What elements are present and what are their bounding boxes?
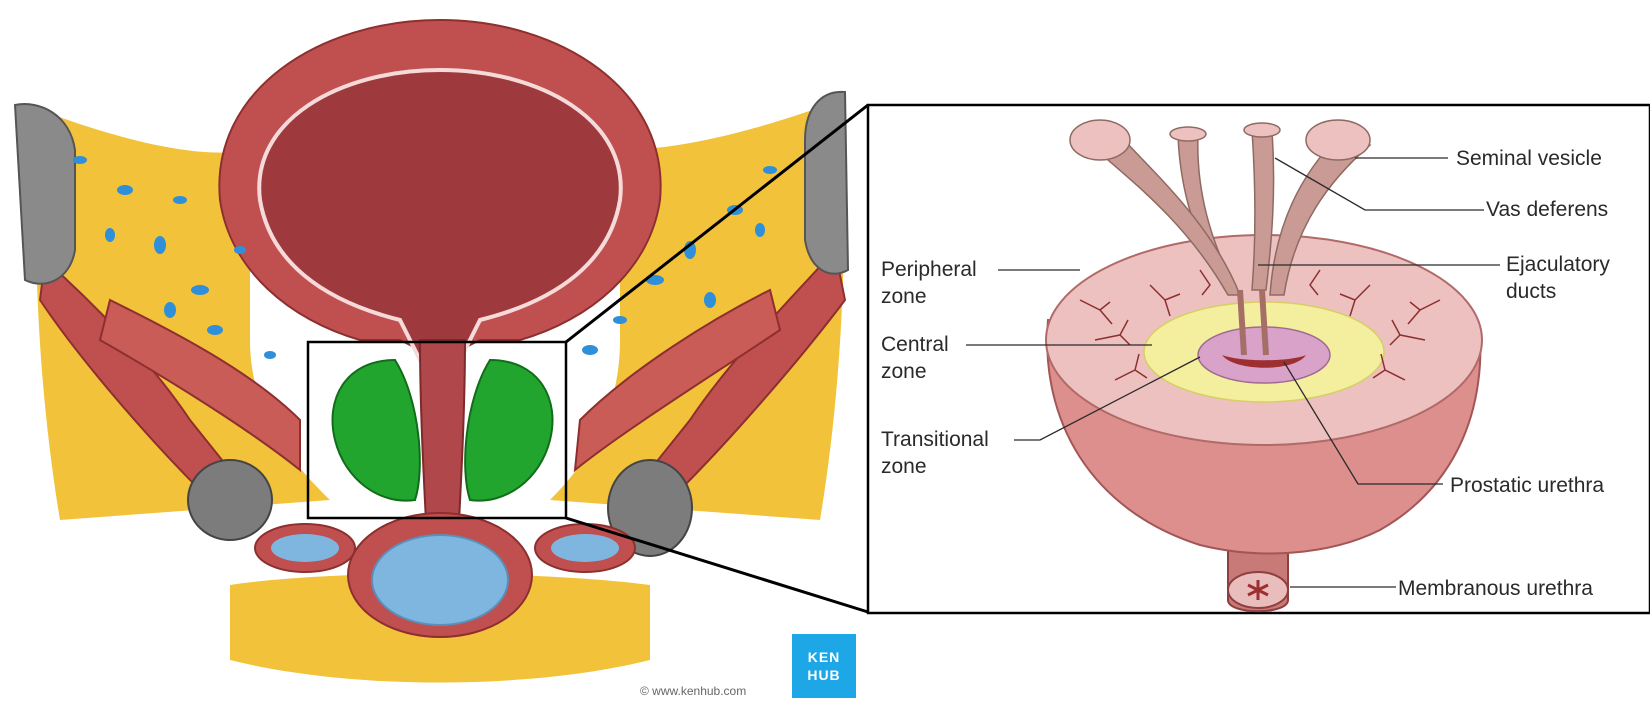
vas-deferens-right [1251,129,1275,291]
right-pelvic-wall-muscle [573,288,782,473]
copyright-text: © www.kenhub.com [640,684,747,698]
label-seminal-vesicle: Seminal vesicle [1456,147,1602,170]
logo-line-2: HUB [807,667,841,683]
right-crus-core [551,534,619,562]
logo-line-1: KEN [807,649,841,665]
vas-deferens-left-opening [1169,126,1207,142]
label-central-zone: Central zone [881,333,949,383]
ejaculatory-ducts [1237,289,1269,356]
label-transitional-zone: Transitional zone [881,428,989,478]
right-ischial-bone [607,459,693,557]
zoom-connector-bottom [565,516,869,614]
left-pelvic-wall-muscle [98,298,301,473]
label-vas-deferens: Vas deferens [1486,198,1609,221]
label-membranous-urethra: Membranous urethra [1398,577,1593,600]
coronal-section [13,18,850,683]
label-peripheral-zone: Peripheral zone [881,258,977,308]
prostate-left-lobe [331,358,421,502]
seminal-vesicle-left-opening [1069,119,1131,161]
prostate-detail [1045,119,1483,613]
rectum-lumen [371,534,509,626]
right-hip-bone [804,90,850,275]
label-ejaculatory-ducts: Ejaculatory ducts [1506,253,1610,303]
membranous-urethra-lumen [1247,580,1269,600]
kenhub-logo[interactable]: KEN HUB [792,634,856,698]
leader-lines [966,157,1500,588]
zoom-region-box [306,340,568,520]
seminal-vesicle-right-opening [1305,119,1371,161]
left-crus-core [271,534,339,562]
label-prostatic-urethra: Prostatic urethra [1450,474,1605,497]
zoom-connector-top [565,103,869,344]
vas-deferens-right-opening [1243,122,1281,138]
prostate-right-lobe [464,358,554,502]
left-hip-bone [13,103,76,285]
left-ischial-bone [187,459,273,541]
